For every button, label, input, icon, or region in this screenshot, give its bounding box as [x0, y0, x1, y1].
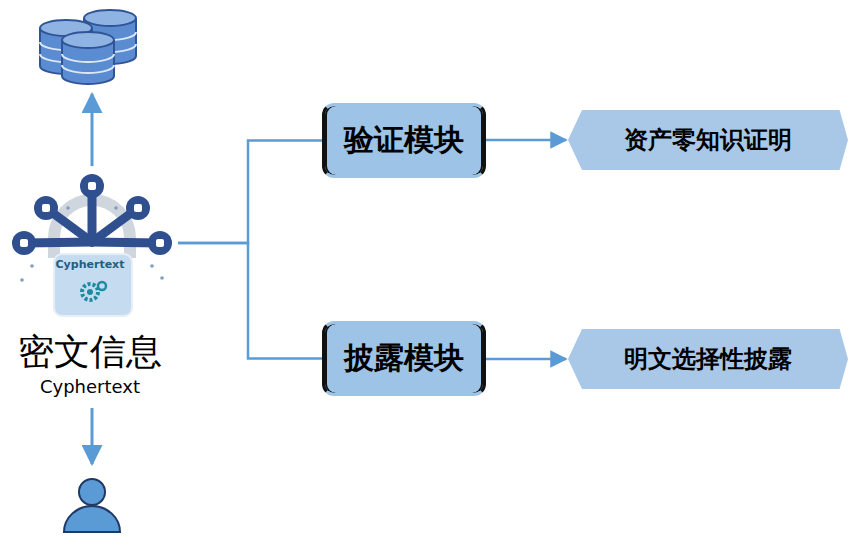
connector [178, 243, 322, 359]
database-icon [40, 10, 136, 84]
box-label: 披露模块 [344, 338, 464, 379]
box-label: 验证模块 [344, 120, 464, 161]
box-label: 资产零知识证明 [624, 124, 792, 156]
connector [486, 358, 566, 361]
node-subtitle: Cyphertext [2, 376, 178, 397]
module-box: 验证模块 [322, 103, 486, 178]
arrow-down [91, 408, 94, 464]
cyphertext-lock: Cyphertext密文信息Cyphertext [2, 170, 178, 402]
box-label: 明文选择性披露 [624, 343, 792, 375]
node-title: 密文信息 [2, 328, 178, 377]
connector [178, 141, 322, 244]
arrow-up [91, 94, 94, 166]
connector [486, 139, 566, 142]
person-icon [64, 479, 120, 532]
lock-label: Cyphertext [2, 258, 178, 271]
result-hexagon: 资产零知识证明 [568, 110, 848, 170]
module-box: 披露模块 [322, 321, 486, 396]
result-hexagon: 明文选择性披露 [568, 329, 848, 389]
